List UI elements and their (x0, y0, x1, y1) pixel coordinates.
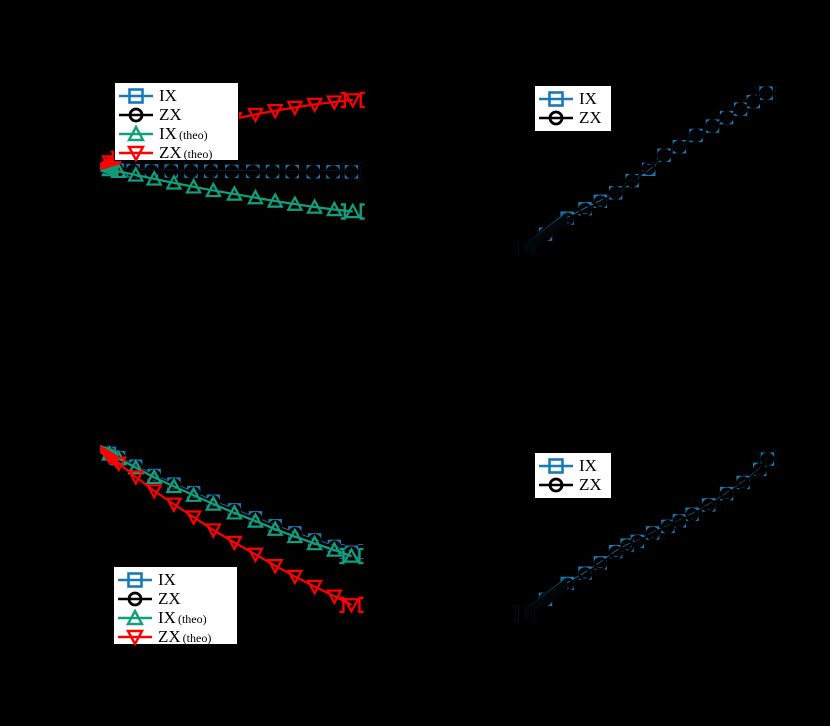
legend-row-ix-theo: IX(theo) (119, 123, 232, 143)
legend-row-zx: ZX (119, 105, 232, 124)
legend-label-ix: IX (159, 86, 177, 105)
panel-bottom-right-plot (513, 450, 780, 622)
circle-icon (539, 476, 573, 494)
square-icon (539, 457, 573, 475)
legend-label-ix: IX (579, 89, 597, 108)
circle-icon (119, 106, 153, 124)
legend-label-zx: ZX (158, 589, 181, 608)
legend-label-ix-theo: IX(theo) (158, 608, 207, 627)
legend-bottom-left: IX ZX IX(theo) (113, 566, 238, 647)
legend-row-zx: ZX (539, 475, 605, 494)
circle-icon (539, 109, 573, 127)
legend-row-ix: IX (539, 456, 605, 475)
circle-icon (118, 590, 152, 608)
legend-label-zx: ZX (579, 108, 602, 127)
legend-row-ix-theo: IX(theo) (118, 607, 231, 627)
legend-label-zx-theo: ZX(theo) (159, 143, 213, 162)
legend-sub-theo: (theo) (178, 128, 208, 142)
dense-marker-cluster (525, 577, 568, 618)
legend-label-zx: ZX (579, 475, 602, 494)
triangle-up-icon (118, 607, 152, 627)
square-icon (118, 571, 152, 589)
legend-label-ix: IX (158, 570, 176, 589)
square-icon (119, 87, 153, 105)
series-zx (513, 450, 780, 622)
legend-row-zx-theo: ZX(theo) (119, 143, 232, 163)
panel-top-left: IX ZX IX(theo) (0, 0, 415, 363)
dense-marker-cluster (100, 444, 119, 471)
legend-label-zx-theo: ZX(theo) (158, 627, 212, 646)
panel-top-left-plot (99, 91, 365, 220)
legend-label-zx: ZX (159, 105, 182, 124)
legend-row-zx-theo: ZX(theo) (118, 627, 231, 647)
legend-row-ix: IX (118, 570, 231, 589)
legend-top-left: IX ZX IX(theo) (114, 82, 239, 163)
legend-row-zx: ZX (539, 108, 605, 127)
triangle-down-icon (118, 628, 152, 647)
triangle-down-icon (119, 144, 153, 163)
legend-row-zx: ZX (118, 589, 231, 608)
legend-label-ix: IX (579, 456, 597, 475)
square-icon (539, 90, 573, 108)
legend-sub-theo: (theo) (183, 147, 213, 161)
series-zx-theo- (99, 448, 364, 614)
legend-top-right: IX ZX (534, 85, 612, 132)
panel-top-right-plot (513, 84, 779, 257)
legend-row-ix: IX (119, 86, 232, 105)
dense-marker-cluster (525, 212, 568, 253)
legend-row-ix: IX (539, 89, 605, 108)
legend-bottom-right: IX ZX (534, 452, 612, 499)
legend-sub-theo: (theo) (182, 631, 212, 645)
panel-bottom-left-plot (99, 444, 364, 614)
panel-bottom-left: IX ZX IX(theo) (0, 363, 415, 726)
legend-sub-theo: (theo) (177, 612, 207, 626)
panel-top-right: IX ZX (415, 0, 830, 363)
triangle-up-icon (119, 123, 153, 143)
legend-label-ix-theo: IX(theo) (159, 124, 208, 143)
panel-bottom-right: IX ZX (415, 363, 830, 726)
